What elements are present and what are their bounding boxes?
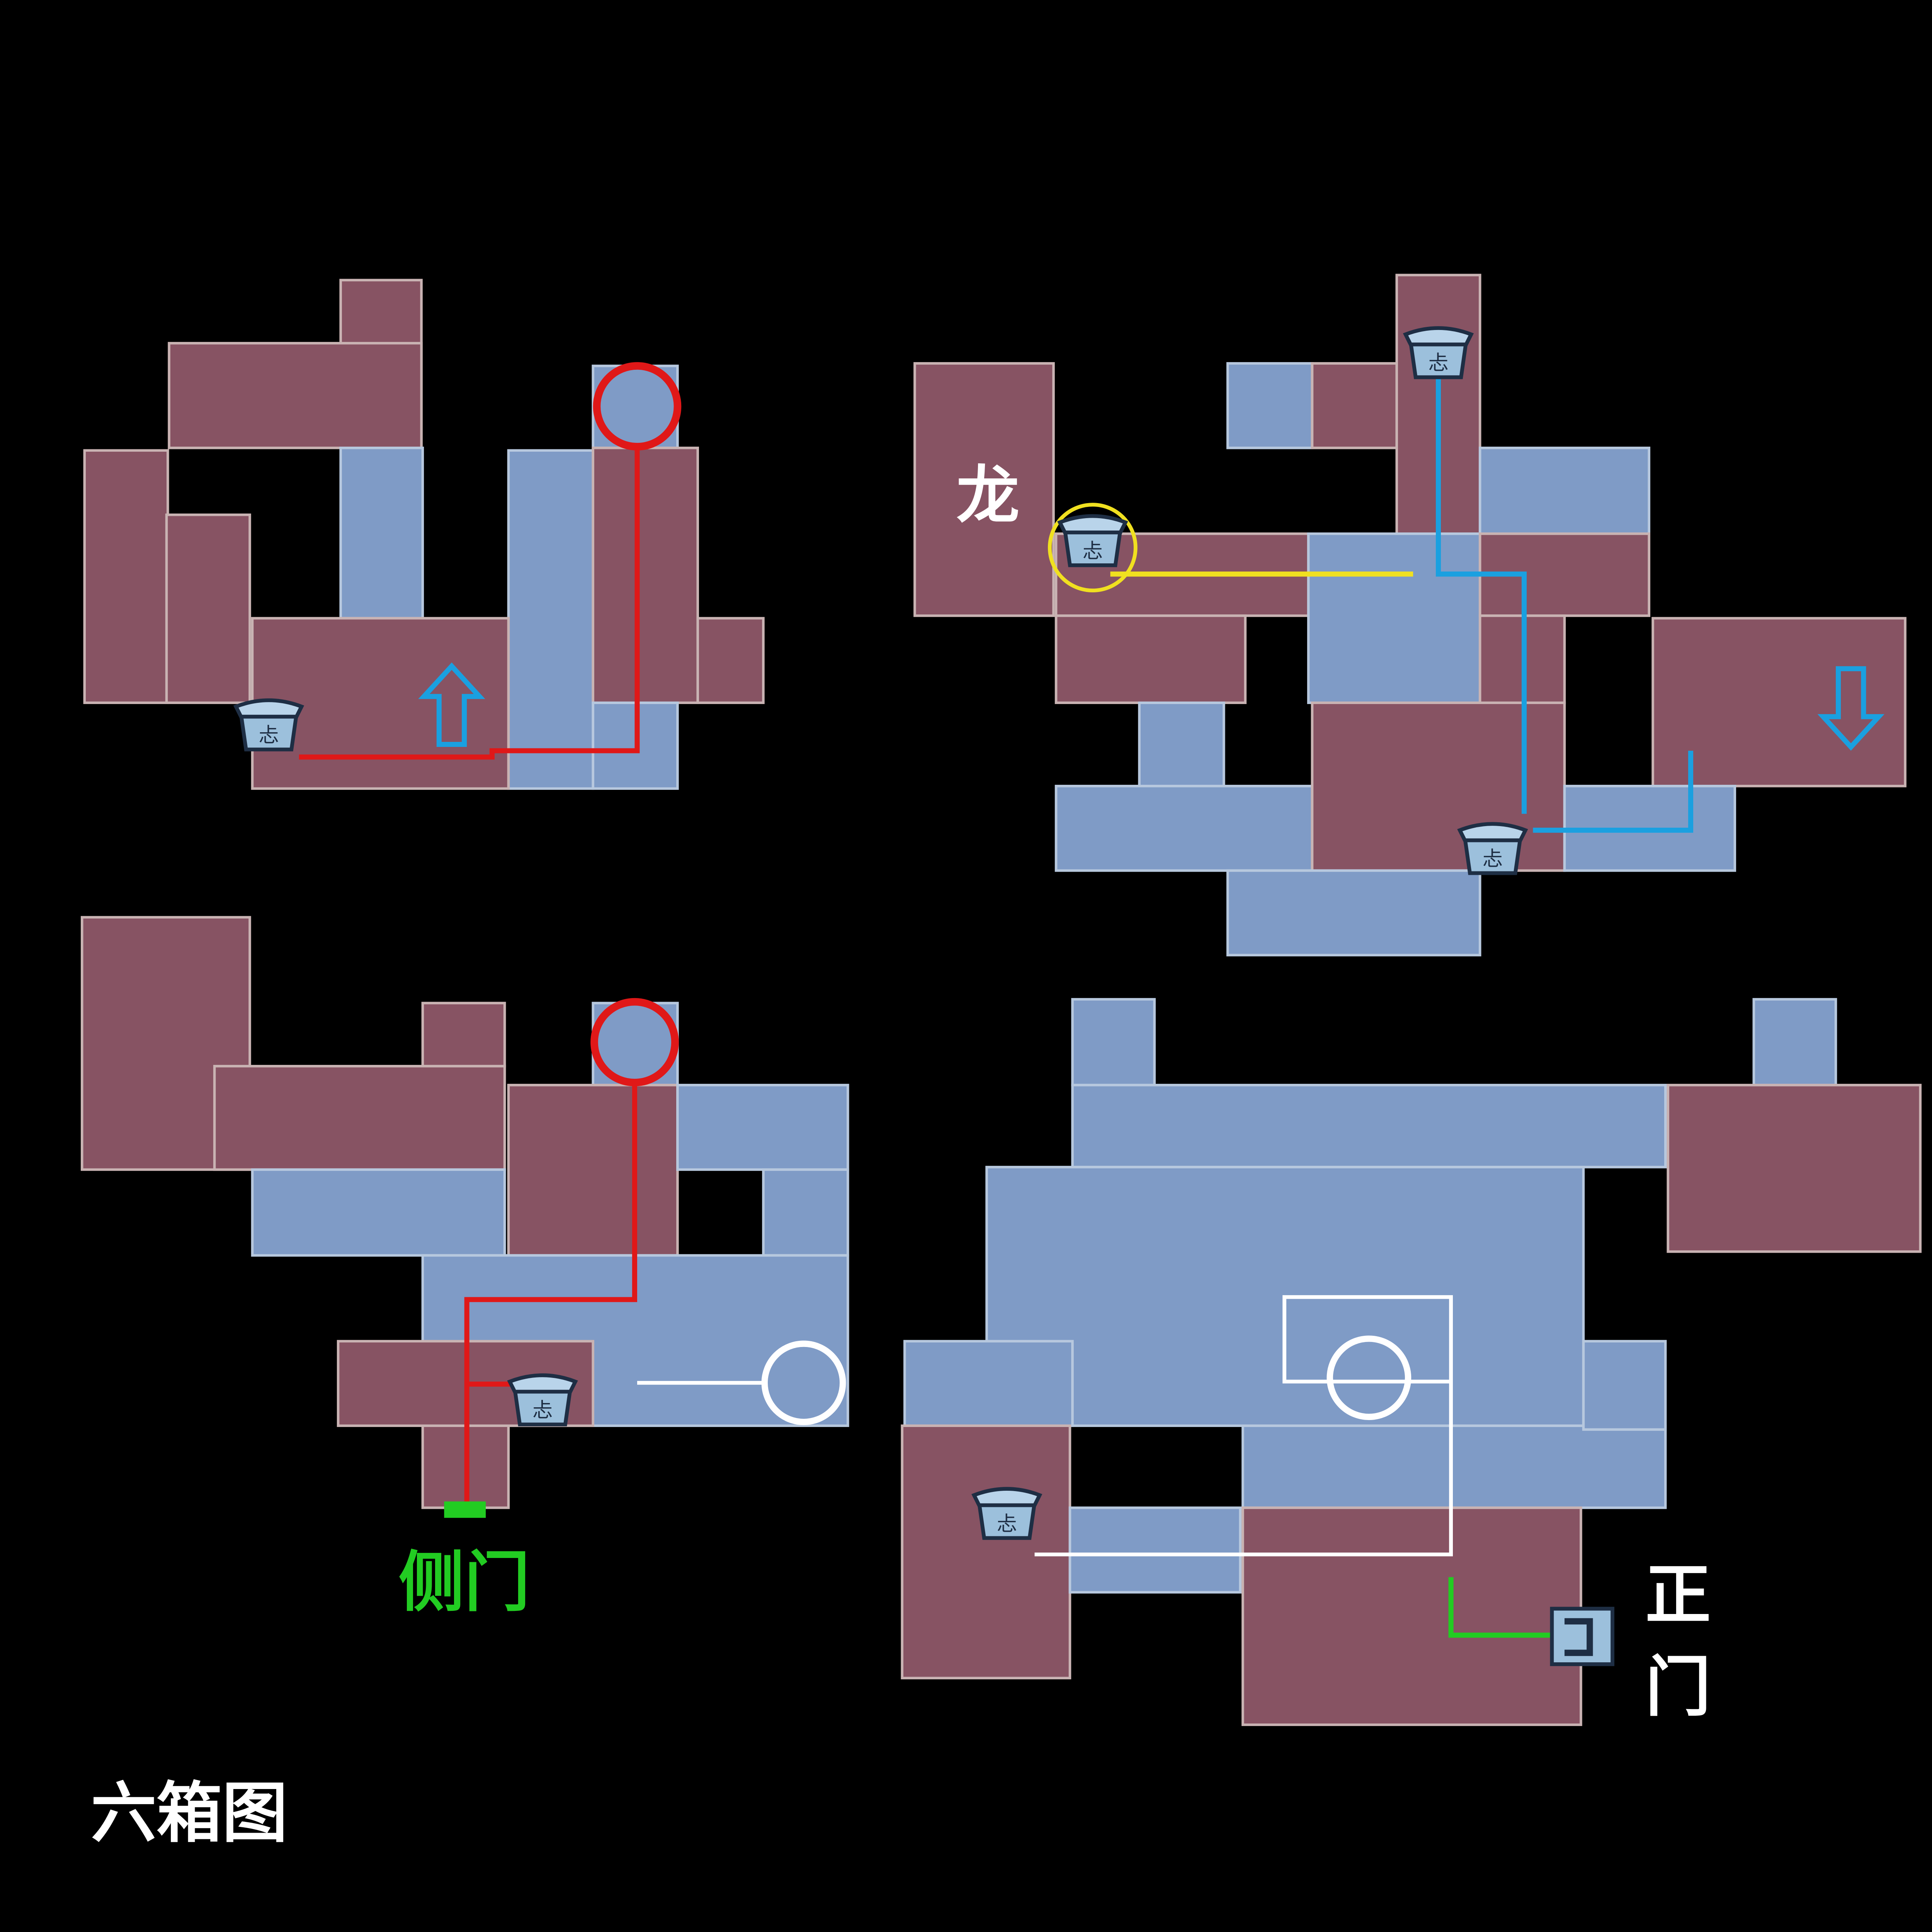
room xyxy=(1311,362,1398,449)
room xyxy=(1226,869,1481,957)
up-arrow-icon xyxy=(418,662,485,747)
room xyxy=(1242,1424,1667,1509)
room xyxy=(1307,532,1481,704)
chest-icon[interactable] xyxy=(1060,516,1126,565)
route-white xyxy=(1034,1295,1453,1556)
chest-icon[interactable] xyxy=(1460,824,1526,873)
room xyxy=(1582,1340,1667,1431)
main-gate-label-2: 门 xyxy=(1645,1649,1711,1725)
room xyxy=(1242,1506,1582,1726)
room xyxy=(251,1168,506,1257)
stair-room xyxy=(1226,362,1314,449)
room xyxy=(339,446,424,620)
side-gate-marker xyxy=(444,1501,486,1518)
chest-icon[interactable] xyxy=(974,1489,1040,1538)
dragon-label: 龙 xyxy=(956,459,1019,532)
exit-gate-icon[interactable] xyxy=(1550,1607,1614,1666)
room xyxy=(1071,1083,1667,1168)
room xyxy=(83,449,169,704)
down-arrow-icon xyxy=(1817,666,1884,751)
chest-icon[interactable] xyxy=(1406,328,1471,377)
room xyxy=(1068,1506,1242,1594)
room xyxy=(1138,701,1225,787)
chest-highlight xyxy=(1048,503,1138,593)
room xyxy=(1071,998,1156,1087)
room xyxy=(903,1340,1074,1427)
side-gate-label: 侧门 xyxy=(399,1544,530,1621)
map-quadrant-top-left xyxy=(83,279,765,790)
map-quadrant-bottom-left: 侧门 xyxy=(80,916,849,1621)
map-quadrant-bottom-right: 正 门 xyxy=(901,998,1922,1726)
game-map: 忐 龙 xyxy=(80,274,1922,1852)
route-red xyxy=(464,1082,637,1504)
map-title: 六箱图 xyxy=(91,1775,287,1852)
chest-icon[interactable] xyxy=(510,1375,575,1424)
chest-icon[interactable] xyxy=(236,700,302,749)
route-green xyxy=(1448,1577,1552,1638)
room xyxy=(676,1083,849,1171)
route-blue xyxy=(1533,750,1694,833)
room xyxy=(696,617,765,704)
room xyxy=(165,513,251,704)
room xyxy=(507,449,594,790)
room xyxy=(168,342,423,449)
room xyxy=(1667,1083,1922,1253)
room xyxy=(213,1065,506,1171)
route-blue xyxy=(1435,378,1527,814)
map-quadrant-top-right: 龙 xyxy=(913,274,1906,957)
room xyxy=(592,446,699,704)
main-gate-label-1: 正 xyxy=(1645,1557,1711,1633)
room xyxy=(1054,785,1314,872)
room xyxy=(762,1168,849,1257)
room xyxy=(1752,998,1837,1087)
route-red xyxy=(299,446,640,760)
room xyxy=(913,362,1055,617)
stair-icon xyxy=(1327,1335,1412,1420)
room xyxy=(1054,614,1247,704)
room xyxy=(421,1002,506,1068)
room xyxy=(901,1424,1071,1680)
room xyxy=(1478,446,1651,535)
room xyxy=(507,1083,679,1257)
